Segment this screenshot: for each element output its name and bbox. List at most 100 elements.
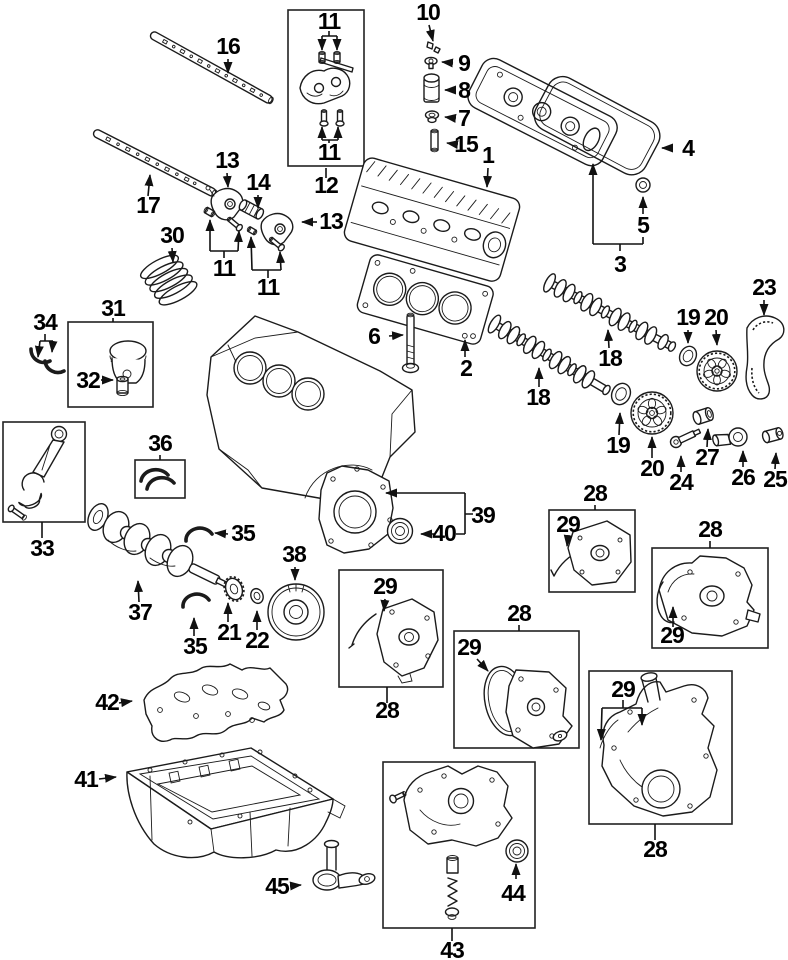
callout-24: 24 — [669, 469, 694, 495]
callout-41: 41 — [74, 766, 99, 792]
callout-4: 4 — [682, 135, 695, 161]
piston — [109, 340, 147, 384]
dowel-pin — [430, 128, 439, 153]
crankshaft — [87, 503, 228, 588]
callout-36: 36 — [148, 430, 172, 456]
main-bearings — [139, 467, 176, 491]
piston-pin — [116, 375, 129, 397]
valve-cover — [467, 57, 618, 167]
spring-retainer — [424, 56, 438, 70]
callout-11-left: 11 — [213, 255, 237, 281]
rocker-small-hardware — [203, 206, 285, 252]
rod-bearings — [29, 347, 66, 375]
oil-pump-box — [382, 761, 536, 929]
callout-35-lower: 35 — [183, 633, 208, 659]
callout-13-right: 13 — [319, 208, 343, 234]
front-lower-cover-box — [588, 670, 733, 825]
callout-11-right: 11 — [257, 274, 281, 300]
callout-31: 31 — [101, 295, 126, 321]
callout-2: 2 — [460, 355, 472, 381]
callout-17: 17 — [136, 192, 160, 218]
idler-bushing — [761, 427, 784, 444]
callout-43: 43 — [440, 937, 464, 960]
callout-23: 23 — [752, 274, 776, 300]
callout-28-mid: 28 — [375, 697, 400, 723]
callout-15: 15 — [454, 131, 479, 157]
pump-seal — [505, 839, 529, 863]
callout-32: 32 — [76, 367, 100, 393]
cover-box-bottom-mid — [453, 630, 580, 749]
crankshaft-pulley — [267, 583, 325, 641]
callout-1: 1 — [482, 142, 495, 168]
callout-8: 8 — [458, 77, 471, 103]
rocker-arm-right — [260, 212, 294, 246]
callout-labels: 16 17 11 11 12 13 14 13 11 11 30 10 9 8 … — [30, 0, 788, 960]
head-bolt — [401, 312, 420, 374]
timing-drive-hub — [223, 576, 245, 602]
callout-19-front: 19 — [676, 304, 700, 330]
callout-11-kit-bottom: 11 — [318, 139, 342, 165]
callout-10: 10 — [416, 0, 440, 25]
head-gasket — [356, 254, 494, 345]
callout-12: 12 — [314, 172, 338, 198]
camshaft-front — [543, 273, 677, 352]
callout-45: 45 — [265, 873, 290, 899]
actuator-valve — [669, 428, 702, 449]
callout-9: 9 — [458, 50, 470, 76]
callout-18-front: 18 — [598, 345, 623, 371]
callout-35-upper: 35 — [231, 520, 256, 546]
thrust-washer-lower — [181, 592, 211, 609]
callout-29-front-cover: 29 — [611, 676, 635, 702]
rocker-shaft-rear — [92, 129, 218, 198]
callout-11-kit-top: 11 — [318, 8, 342, 34]
callout-19-rear: 19 — [606, 432, 630, 458]
cover-mid-parts — [348, 598, 439, 684]
valve-keeper — [426, 41, 441, 54]
callout-7: 7 — [458, 105, 470, 131]
rocker-shaft-front — [149, 31, 274, 105]
rear-main-seal — [386, 517, 414, 545]
valve-spring — [139, 254, 198, 306]
baffle-plate — [143, 663, 289, 742]
cover-box-mid — [338, 569, 444, 688]
oil-strainer — [312, 839, 376, 891]
rocker-arm-left — [205, 185, 244, 221]
callout-13-left: 13 — [215, 147, 239, 173]
main-bearing-upper — [184, 526, 214, 543]
camshaft-rear — [487, 314, 611, 396]
callout-27: 27 — [695, 444, 719, 470]
connecting-rod-box — [2, 421, 86, 523]
spring-seat — [424, 110, 440, 124]
oil-pan — [126, 747, 346, 859]
engine-block — [206, 315, 416, 501]
callout-33: 33 — [30, 535, 54, 561]
callout-21: 21 — [217, 619, 242, 645]
guide-washer — [250, 587, 264, 605]
cover-box-upper-right — [548, 509, 636, 593]
rocker-kit-box — [287, 9, 365, 167]
callout-38: 38 — [282, 541, 307, 567]
callout-29-right: 29 — [660, 622, 684, 648]
callout-34: 34 — [33, 309, 58, 335]
callout-37: 37 — [128, 599, 152, 625]
callout-25: 25 — [763, 466, 788, 492]
callout-16: 16 — [216, 33, 240, 59]
piston-box — [67, 321, 154, 408]
cover-bottom-mid-parts — [483, 665, 573, 749]
tensioner-pivot — [712, 427, 748, 447]
cam-seal-rear — [610, 382, 632, 406]
callout-29-mid: 29 — [373, 573, 397, 599]
spark-plug-tube-seal — [635, 177, 651, 193]
front-lower-cover-parts — [599, 672, 718, 817]
cover-right-parts — [656, 555, 761, 637]
callout-14: 14 — [246, 169, 271, 195]
callout-44: 44 — [501, 880, 526, 906]
callout-5: 5 — [637, 212, 650, 238]
callout-28-front-cover: 28 — [643, 836, 668, 862]
roller-bushing — [692, 407, 714, 425]
timing-belt — [745, 315, 785, 400]
callout-6: 6 — [368, 323, 380, 349]
cam-timing-gear-rear — [630, 391, 674, 435]
